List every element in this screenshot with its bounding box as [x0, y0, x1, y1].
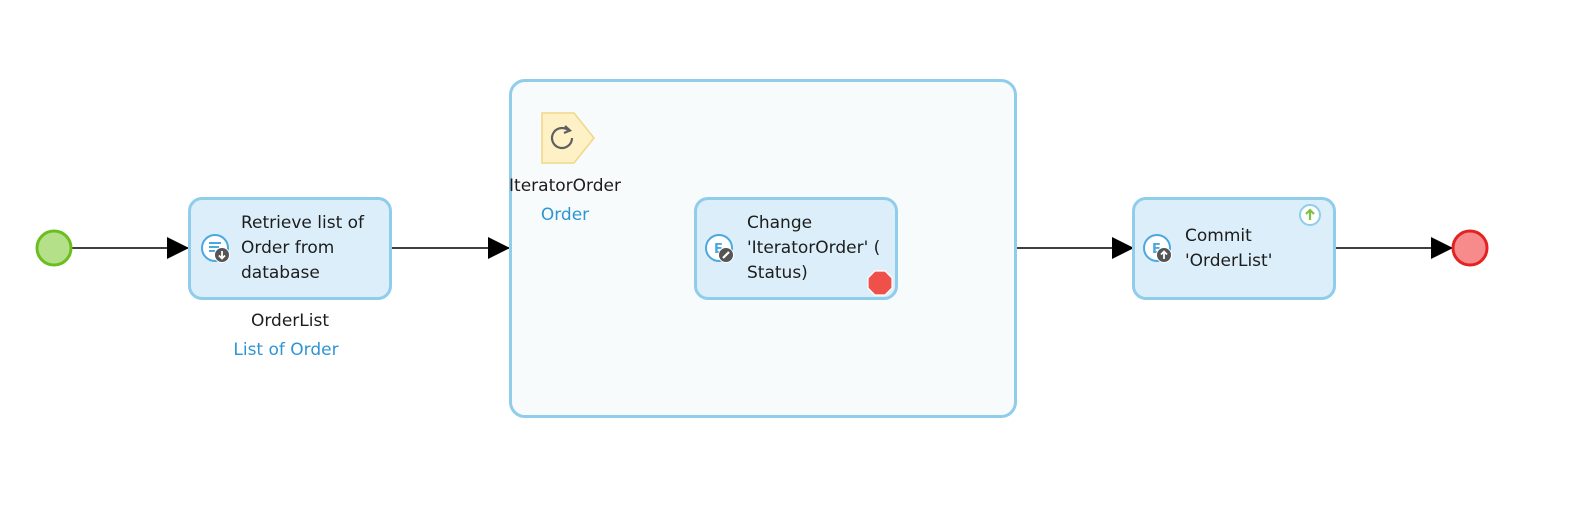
refresh-client-icon	[1299, 204, 1321, 226]
commit-activity-label: Commit 'OrderList'	[1185, 226, 1273, 271]
retrieve-output-type: List of Order	[233, 340, 339, 360]
change-activity-label: Change 'IteratorOrder' ( Status)	[747, 213, 881, 283]
iterator-type: Order	[540, 205, 590, 225]
iterator-name: IteratorOrder	[509, 176, 621, 196]
error-handler-icon	[867, 270, 893, 296]
retrieve-activity[interactable]: Retrieve list of Order from database	[188, 197, 392, 300]
commit-object-icon: E	[1143, 234, 1172, 263]
svg-text:E: E	[714, 242, 723, 257]
start-event[interactable]	[35, 229, 73, 267]
commit-activity[interactable]: E Commit 'OrderList'	[1132, 197, 1336, 300]
change-object-icon: E	[705, 234, 734, 263]
loop-iterator-icon[interactable]	[540, 111, 596, 167]
retrieve-output-name: OrderList	[250, 311, 330, 331]
change-activity[interactable]: E Change 'IteratorOrder' ( Status)	[694, 197, 898, 300]
retrieve-database-icon	[201, 234, 230, 263]
end-event[interactable]	[1451, 229, 1489, 267]
retrieve-activity-label: Retrieve list of Order from database	[241, 213, 365, 283]
svg-text:E: E	[1152, 242, 1161, 257]
